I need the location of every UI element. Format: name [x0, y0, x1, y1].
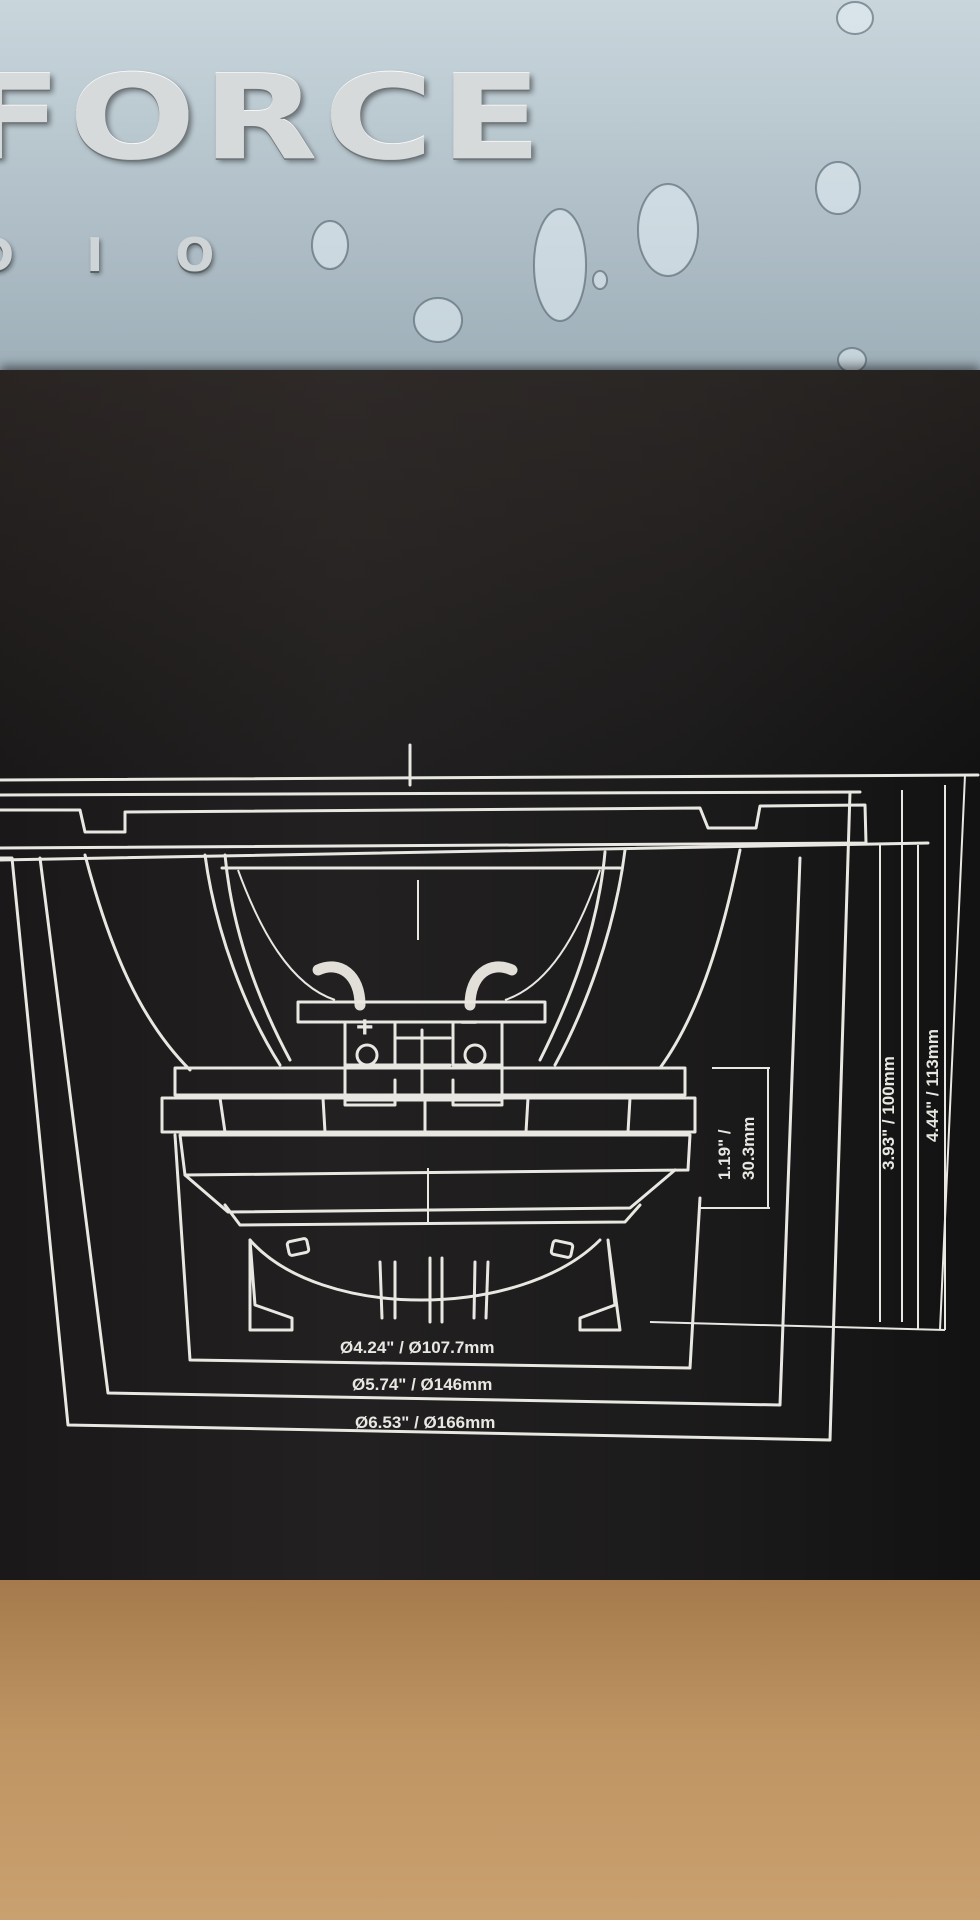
terminal-lead-left [312, 961, 366, 1011]
cone-arc-left [237, 869, 336, 1001]
speaker-flange-outline [0, 773, 980, 850]
pole-plate [223, 1203, 642, 1227]
terminal-hole-right [463, 1043, 487, 1067]
brand-logo-sub: DIO [0, 228, 287, 282]
depth-dim-line-outer [939, 774, 967, 1331]
frame-146 [38, 856, 802, 1407]
back-plate [183, 1168, 677, 1214]
basket-left-outer [83, 853, 192, 1072]
magnet-lower [178, 1133, 692, 1177]
cone-arc-right [504, 869, 601, 1001]
bottom-arc [248, 1238, 602, 1302]
positive-terminal-label: + [356, 1011, 374, 1044]
svg-text:30.3mm: 30.3mm [739, 1117, 758, 1180]
outer-diameter-label: Ø6.53" / Ø166mm [355, 1413, 495, 1432]
mount-depth-dim-line [700, 1067, 770, 1209]
bolt-hole-left [285, 1237, 311, 1257]
magnet-ring [160, 1096, 697, 1134]
terminal-center-lines [393, 1028, 452, 1097]
sleeve-panel: FORCE DIO [0, 0, 980, 420]
depth-b-label: 4.44" / 113mm [923, 1029, 942, 1142]
table-surface [0, 1580, 980, 1920]
top-plate [173, 1066, 687, 1097]
foot-right [578, 1238, 622, 1332]
terminal-lead-right [464, 961, 518, 1011]
basket-right-inner [538, 850, 607, 1062]
negative-terminal-label: − [460, 1006, 478, 1039]
depth-dim-line-a [879, 790, 903, 1322]
magnet-dim-frame [173, 1133, 702, 1370]
cutout-diameter-label: Ø5.74" / Ø146mm [352, 1375, 492, 1394]
basket-left-inner [223, 853, 292, 1062]
depth-a-label: 3.93" / 100mm [879, 1056, 898, 1170]
terminal-feet [343, 1078, 504, 1107]
water-droplets [50, 1, 874, 403]
magnet-diameter-label: Ø4.24" / Ø107.7mm [340, 1338, 495, 1357]
vent-lines [378, 1256, 490, 1324]
basket-right-outer [658, 848, 742, 1070]
mount-depth-label: 1.19" / 30.3mm [715, 1117, 758, 1180]
svg-text:1.19" /: 1.19" / [715, 1129, 734, 1180]
magnet-segments [218, 1096, 632, 1134]
basket-left-mid [203, 853, 282, 1067]
bolt-hole-right [549, 1239, 575, 1259]
depth-dim-line-b [649, 785, 946, 1331]
basket-right-mid [553, 848, 627, 1067]
terminal-hole-left [355, 1043, 379, 1067]
outer-frame-166 [0, 790, 852, 1442]
brand-logo-word: FORCE [0, 50, 549, 187]
frame-107 [0, 841, 930, 862]
foot-left [248, 1238, 294, 1332]
